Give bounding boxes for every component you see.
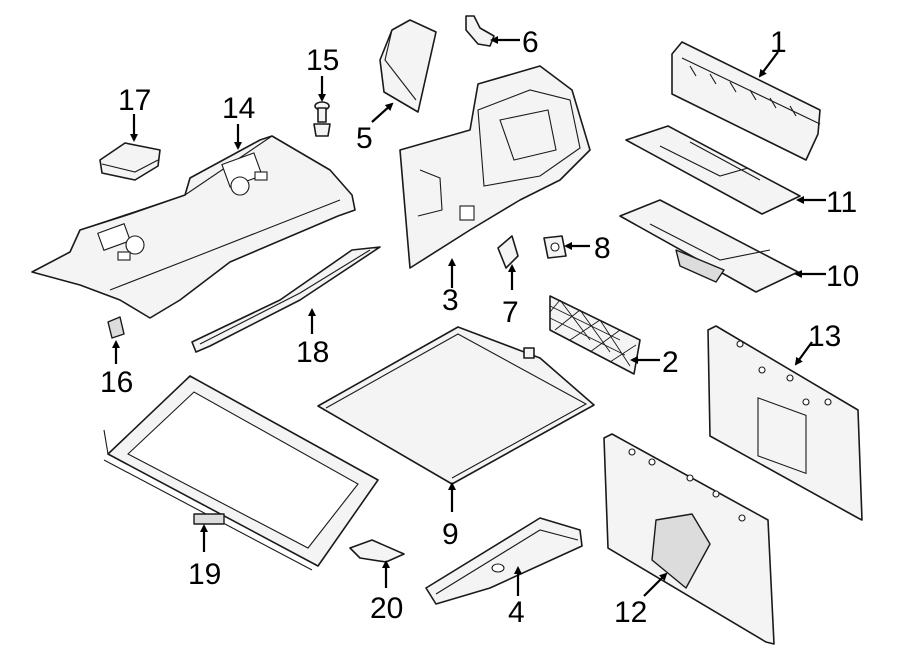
part-20-bracket[interactable] — [349, 539, 405, 563]
callout-19[interactable]: 19 — [188, 558, 221, 591]
callout-7[interactable]: 7 — [502, 296, 519, 329]
callout-5[interactable]: 5 — [356, 122, 373, 155]
callout-2[interactable]: 2 — [662, 346, 679, 379]
part-4-tray[interactable] — [425, 517, 583, 605]
leader-12 — [643, 572, 668, 597]
part-12-lower-back-panel[interactable] — [603, 433, 775, 645]
callout-1[interactable]: 1 — [770, 26, 787, 59]
part-15-push-clip[interactable] — [313, 101, 331, 137]
callout-11[interactable]: 11 — [826, 186, 857, 219]
part-18-trim-strip[interactable] — [191, 246, 381, 353]
callout-18[interactable]: 18 — [296, 336, 329, 369]
callout-10[interactable]: 10 — [826, 260, 859, 293]
callout-16[interactable]: 16 — [100, 366, 133, 399]
leader-1 — [758, 51, 779, 78]
part-19-cargo-cover[interactable] — [103, 375, 379, 571]
part-2-cargo-net[interactable] — [549, 295, 641, 375]
callout-14[interactable]: 14 — [222, 92, 255, 125]
part-14-package-tray[interactable] — [31, 135, 356, 319]
callout-12[interactable]: 12 — [614, 596, 647, 629]
leader-5 — [371, 102, 394, 123]
part-7-cover[interactable] — [497, 235, 519, 269]
callout-4[interactable]: 4 — [508, 596, 525, 629]
part-13-back-panel[interactable] — [707, 325, 863, 521]
leader-13 — [794, 341, 813, 366]
part-10-lower-floor[interactable] — [619, 199, 799, 293]
callout-20[interactable]: 20 — [370, 592, 403, 625]
part-9-floor-cover[interactable] — [317, 326, 595, 485]
callout-9[interactable]: 9 — [442, 518, 459, 551]
part-16-small-block[interactable] — [107, 316, 125, 339]
part-17-block[interactable] — [99, 142, 161, 181]
part-1-rear-panel[interactable] — [671, 41, 821, 161]
callout-6[interactable]: 6 — [522, 26, 539, 59]
callout-17[interactable]: 17 — [118, 84, 151, 117]
part-6-bracket[interactable] — [465, 15, 495, 47]
part-8-plate[interactable] — [543, 235, 567, 259]
callout-8[interactable]: 8 — [594, 232, 611, 265]
callout-3[interactable]: 3 — [442, 284, 459, 317]
callout-labels: 1 2 3 4 5 6 7 8 9 10 11 12 13 14 15 16 1… — [100, 26, 859, 629]
part-5-panel[interactable] — [379, 19, 437, 113]
callout-15[interactable]: 15 — [306, 44, 339, 77]
callout-13[interactable]: 13 — [808, 320, 841, 353]
leader-lines — [112, 36, 826, 597]
part-3-side-trim[interactable] — [399, 65, 591, 269]
